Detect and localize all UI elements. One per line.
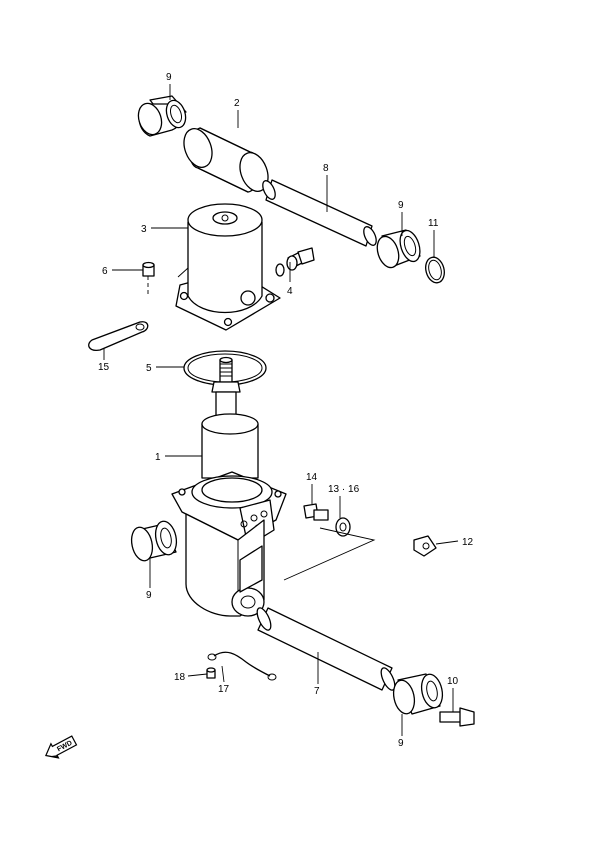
callout-18: 18 xyxy=(174,672,186,683)
callout-9-lower-left: 9 xyxy=(146,590,152,601)
clip-12 xyxy=(413,535,459,557)
callout-8: 8 xyxy=(323,163,329,174)
callout-10: 10 xyxy=(447,676,459,687)
plug xyxy=(275,247,315,277)
bushing-lower-left xyxy=(130,520,178,562)
piston-rod-top xyxy=(211,356,241,393)
forward-arrow-icon: FWD xyxy=(45,735,78,759)
bolt-6 xyxy=(142,261,155,296)
bolt-14 xyxy=(303,503,329,521)
shaft-lower xyxy=(256,607,396,691)
callout-12: 12 xyxy=(462,537,474,548)
callout-3: 3 xyxy=(141,224,147,235)
callout-17: 17 xyxy=(218,684,230,695)
snap-ring xyxy=(425,256,445,284)
callout-11: 11 xyxy=(428,218,439,229)
bolt-10 xyxy=(439,707,475,727)
main-cylinder xyxy=(171,391,287,617)
callout-9-lower-right: 9 xyxy=(398,738,404,749)
bushing-right xyxy=(376,229,421,269)
cylinder-head xyxy=(175,203,281,331)
callout-9-right: 9 xyxy=(398,200,404,211)
callout-2: 2 xyxy=(234,98,240,109)
callout-13-16: 13 · 16 xyxy=(328,484,360,495)
callout-7: 7 xyxy=(314,686,320,697)
callout-6: 6 xyxy=(102,266,108,277)
callout-9-top: 9 xyxy=(166,72,172,83)
screw-18 xyxy=(206,667,216,679)
cylinder-sleeve xyxy=(183,127,269,193)
bushing-top xyxy=(137,95,187,137)
callout-5: 5 xyxy=(146,363,152,374)
callout-4: 4 xyxy=(287,286,293,297)
callout-15: 15 xyxy=(98,362,110,373)
shaft-upper xyxy=(262,179,377,247)
ground-wire-17 xyxy=(207,651,277,681)
callout-1: 1 xyxy=(155,452,161,463)
bushing-lower-right xyxy=(392,673,444,715)
callout-14: 14 xyxy=(306,472,318,483)
washer-13-16 xyxy=(335,517,351,537)
clip-15 xyxy=(88,321,149,351)
